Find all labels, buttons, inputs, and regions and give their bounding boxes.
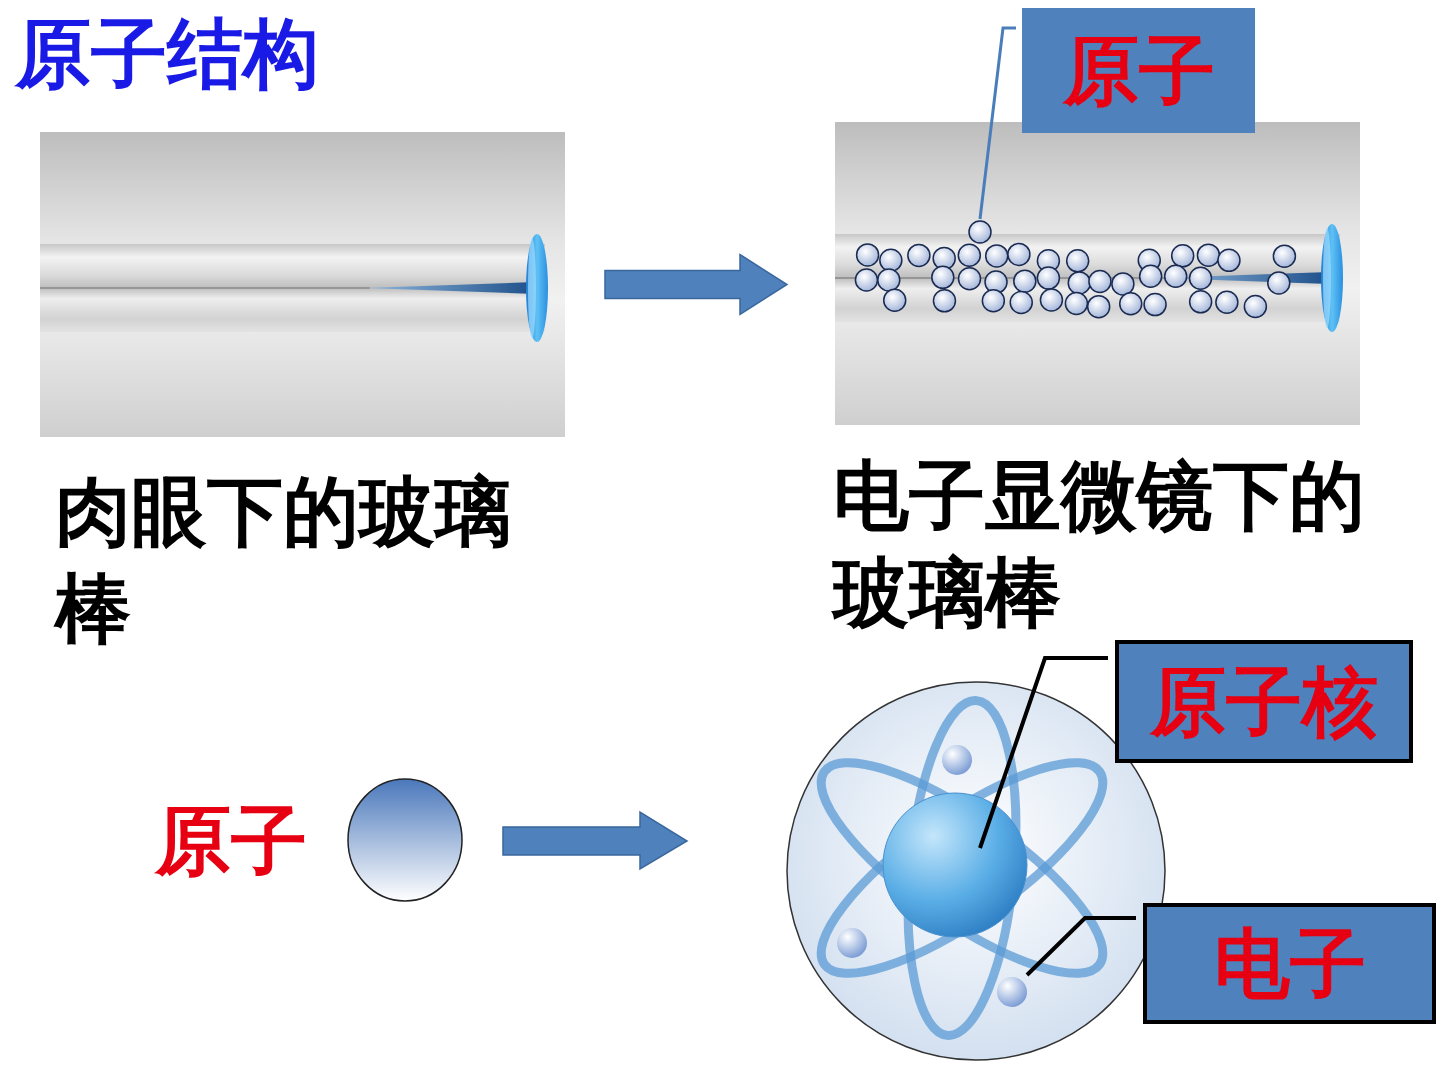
atom-dot bbox=[1065, 292, 1087, 314]
atom-dot bbox=[1120, 293, 1142, 315]
rod-flare bbox=[526, 234, 548, 342]
block-arrow bbox=[503, 812, 687, 869]
atom-dot bbox=[855, 269, 877, 291]
electron-orbit bbox=[795, 729, 1130, 1007]
page-title: 原子结构 bbox=[15, 12, 319, 96]
atom-dot bbox=[1244, 295, 1266, 317]
atom-dot bbox=[1165, 265, 1187, 287]
atom-dot bbox=[969, 221, 991, 243]
callout-label: 原子核 bbox=[1150, 660, 1378, 744]
block-arrow bbox=[605, 255, 787, 315]
title-holder: 原子结构 bbox=[15, 12, 319, 96]
atom-dot bbox=[1144, 294, 1166, 316]
atom-dot bbox=[1172, 245, 1194, 267]
electron bbox=[942, 745, 972, 775]
atom-dot bbox=[1037, 267, 1059, 289]
atom-dot bbox=[1040, 289, 1062, 311]
photo-image bbox=[835, 122, 1360, 425]
atom-dot bbox=[1067, 250, 1089, 272]
atom-dot bbox=[878, 269, 900, 291]
atom-circle bbox=[348, 779, 462, 901]
photo-caption: 肉眼下的玻璃棒 bbox=[40, 463, 565, 657]
atom-dot bbox=[1268, 272, 1290, 294]
photo-caption: 电子显微镜下的玻璃棒 bbox=[830, 447, 1392, 641]
rod-tip bbox=[365, 282, 535, 294]
rod-flare-glint bbox=[528, 238, 536, 338]
glass-rod-photo: 肉眼下的玻璃棒 bbox=[40, 132, 565, 657]
atom-dot bbox=[1014, 270, 1036, 292]
leader-line bbox=[980, 658, 1108, 848]
callout-box: 电子 bbox=[1143, 903, 1436, 1024]
glass-tube bbox=[835, 234, 1340, 322]
atom-dot bbox=[1273, 245, 1295, 267]
atom-dot bbox=[959, 268, 981, 290]
atom-dot bbox=[1190, 267, 1212, 289]
photo-background bbox=[835, 122, 1360, 425]
atom-label: 原子 bbox=[155, 799, 307, 883]
atom-circle-image bbox=[345, 778, 465, 903]
rod-flare bbox=[1321, 224, 1343, 332]
atom-symbol: 原子 bbox=[155, 778, 465, 903]
atom-dot bbox=[1068, 272, 1090, 294]
atom-dot bbox=[982, 290, 1004, 312]
electron bbox=[837, 928, 867, 958]
atom-dot bbox=[1088, 296, 1110, 318]
rod-core bbox=[40, 287, 370, 288]
atom-dot bbox=[932, 266, 954, 288]
atom-dot bbox=[1089, 270, 1111, 292]
atom-dot bbox=[1140, 265, 1162, 287]
atom-dot bbox=[908, 244, 930, 266]
atom-dot bbox=[958, 244, 980, 266]
atom-dot bbox=[1190, 291, 1212, 313]
micrograph-photo: 电子显微镜下的玻璃棒 bbox=[830, 122, 1392, 641]
callout-label: 电子 bbox=[1214, 922, 1366, 1006]
atom-dot bbox=[1010, 292, 1032, 314]
glass-tube bbox=[40, 244, 545, 332]
atom-dot bbox=[1197, 244, 1219, 266]
callout-label: 原子 bbox=[1063, 29, 1215, 113]
atom-dot bbox=[933, 290, 955, 312]
leader-line bbox=[980, 28, 1016, 219]
callout-box: 原子核 bbox=[1115, 640, 1413, 763]
photo-image bbox=[40, 132, 565, 437]
leader-line bbox=[1027, 918, 1136, 975]
nucleus bbox=[883, 793, 1027, 937]
atom-dot bbox=[857, 244, 879, 266]
callout-box: 原子 bbox=[1022, 8, 1255, 133]
atom-sphere bbox=[787, 682, 1165, 1060]
electron bbox=[997, 977, 1027, 1007]
atom-dot bbox=[1216, 291, 1238, 313]
atom-dot bbox=[1008, 243, 1030, 265]
atom-dot bbox=[884, 289, 906, 311]
atom-dot bbox=[1112, 273, 1134, 295]
atom-dot bbox=[1218, 249, 1240, 271]
photo-background bbox=[40, 132, 565, 437]
electron-orbit bbox=[795, 729, 1130, 1007]
atom-dot bbox=[880, 249, 902, 271]
atom-dot bbox=[986, 245, 1008, 267]
rod-flare-glint bbox=[1323, 228, 1331, 328]
